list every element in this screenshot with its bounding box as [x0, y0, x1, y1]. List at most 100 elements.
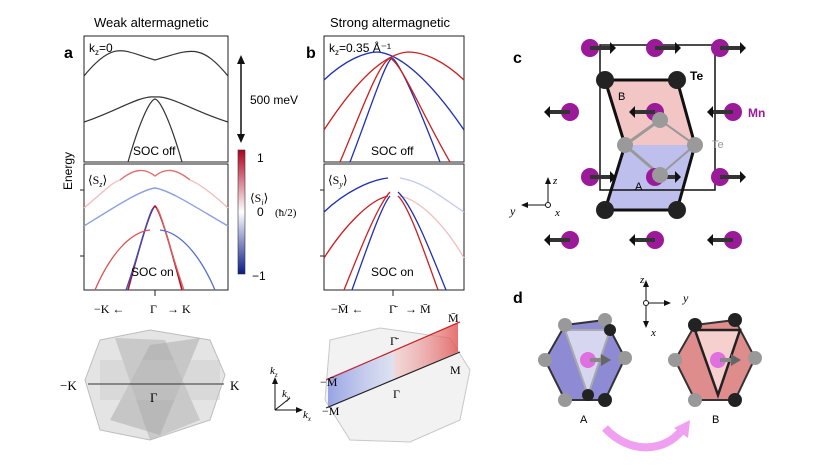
panel-b-soc-off-box [323, 35, 465, 163]
bz-a [84, 329, 226, 441]
te-atom [596, 201, 614, 219]
panel-a-spin-label: ⟨Sz⟩ [88, 173, 107, 189]
panel-c-te-black-label: Te [690, 69, 703, 83]
panel-c-axes [521, 177, 551, 208]
bz-b-m: M [450, 363, 461, 377]
colorbar-unit: (ħ/2) [275, 207, 297, 219]
panel-letter-d: d [513, 290, 523, 307]
band-b-soc-red-wide [323, 195, 389, 259]
panel-a-title: Weak altermagnetic [94, 15, 209, 30]
colorbar [237, 149, 246, 275]
te-atom [652, 167, 668, 183]
te-atom [687, 137, 703, 153]
colorbar-label: ⟨Si⟩ [250, 191, 268, 207]
band-a-soc-blue-cone-r [156, 207, 185, 291]
bz-b-axis-ky: ky [282, 388, 291, 402]
panel-a-soc-off-box [83, 35, 229, 163]
panel-a-soc-off-label: SOC off [133, 144, 176, 158]
band-b-soc-blue-wide [323, 177, 389, 213]
band-b-blue-narrow [349, 57, 441, 163]
panel-d-axis-x: x [650, 327, 656, 339]
panel-b-soc-on-label: SOC on [371, 265, 414, 279]
te-atom [668, 201, 686, 219]
panel-d-sub-a: A [580, 414, 588, 426]
panel-c-sub-b: B [618, 91, 625, 103]
panel-c-axis-x: x [554, 207, 560, 219]
bz-b-axis-kz: kz [270, 365, 278, 379]
mn-atom [581, 168, 616, 186]
panel-b-spin-label: ⟨Sy⟩ [328, 173, 348, 189]
panel-b-k-mid: Γ̄ [389, 302, 398, 316]
panel-d-axis-z: z [639, 274, 645, 286]
band-b-soc-red-cone [397, 195, 439, 291]
band-a-lower [127, 98, 183, 163]
te-atom [596, 71, 614, 89]
panel-letter-c: c [513, 50, 522, 67]
band-a-top [83, 50, 229, 77]
panel-a-kz-label: kz=0 [89, 41, 113, 57]
scale-bar-label: 500 meV [250, 93, 298, 107]
panel-b-title: Strong altermagnetic [330, 15, 450, 30]
band-a-soc-mid-blue [83, 187, 229, 227]
mn-atom [544, 231, 579, 249]
panel-a-soc-on-label: SOC on [131, 265, 174, 279]
bz-a-gamma-label: Γ [150, 390, 158, 405]
band-a-middle [83, 96, 229, 123]
panel-c-te-gray-label: Te [712, 139, 724, 151]
band-b-soc-blue-wide-r [399, 177, 465, 213]
bz-b-gamma: Γ [393, 387, 400, 401]
band-b-red-narrow [339, 57, 451, 163]
panel-a-soc-on-box [83, 163, 229, 291]
bz-b-axes [272, 377, 303, 413]
band-a-soc-top-pink-r [189, 179, 229, 209]
mn-atom [581, 39, 616, 57]
panel-a-k-mid: Γ [150, 302, 157, 316]
panel-b-k-left: −M̄ ← [331, 302, 363, 316]
band-b-blue-wide [323, 51, 465, 131]
band-b-soc-blue-cone [351, 195, 391, 291]
panel-c-mn-label: Mn [748, 106, 765, 120]
mn-atom [711, 168, 746, 186]
panel-d-sub-b: B [712, 414, 719, 426]
panel-letter-b: b [306, 45, 316, 62]
panel-c-axis-z: z [552, 175, 558, 187]
bz-b-m-bar-top: M̄ [448, 311, 459, 325]
octahedron-b [668, 313, 762, 407]
scale-bar-arrow-bottom [237, 134, 245, 143]
mn-atom [646, 39, 681, 57]
octahedron-a [538, 313, 632, 407]
panel-d-axis-y: y [682, 291, 689, 305]
band-b-soc-blue-cone2 [397, 191, 447, 291]
te-atom [668, 71, 686, 89]
colorbar-min: −1 [252, 269, 266, 283]
mn-atom [544, 103, 579, 121]
bz-b [324, 321, 471, 443]
te-atom [652, 112, 668, 128]
panel-a-k-right: → K [167, 302, 191, 316]
band-b-red-wide [323, 51, 465, 131]
panel-d-axes [643, 280, 671, 328]
panel-b-kz-label: kz=0.35 Å⁻¹ [329, 40, 391, 57]
colorbar-max: 1 [257, 151, 264, 165]
bz-b-m-left: −M [322, 404, 340, 418]
bz-b-gamma-bar: Γ̄ [390, 334, 399, 348]
band-a-soc-blue-cone [125, 207, 154, 291]
panel-b-soc-on-box [323, 163, 465, 291]
panel-b-soc-off-label: SOC off [371, 144, 414, 158]
band-b-soc-red-cone2 [343, 191, 391, 291]
panel-letter-a: a [64, 45, 73, 62]
bz-b-m-bar-left: −M̄ [320, 375, 338, 389]
band-a-soc-low-r [159, 229, 216, 291]
panel-a-k-left: −K ← [94, 302, 124, 316]
panel-b-k-right: → M̄ [405, 302, 431, 316]
te-atom [617, 137, 633, 153]
transform-arrow [602, 425, 686, 452]
energy-axis-label: Energy [61, 152, 75, 190]
band-a-soc-top-pink [83, 179, 121, 209]
mn-atom [707, 103, 742, 121]
band-a-soc-top-red [119, 169, 191, 181]
bz-a-right-label: K [230, 378, 240, 393]
panel-c-axis-y: y [509, 204, 516, 218]
